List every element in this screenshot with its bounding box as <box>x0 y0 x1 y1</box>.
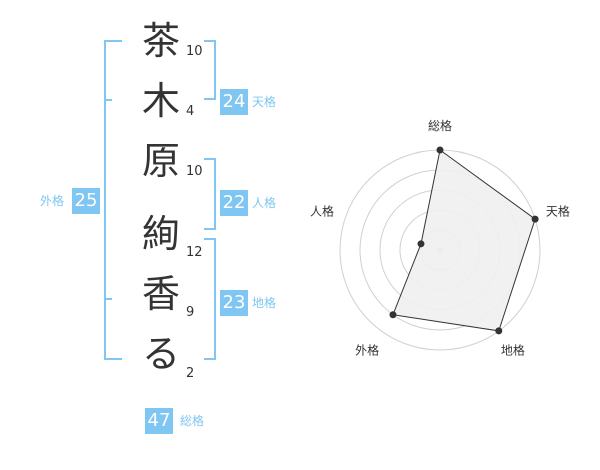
stroke-count-1: 10 <box>186 44 203 59</box>
stroke-count-5: 9 <box>186 305 195 320</box>
soukaku-label: 総格 <box>180 414 205 428</box>
stroke-count-6: 2 <box>186 366 195 381</box>
soukaku-value: 47 <box>145 408 173 434</box>
gaikaku-label: 外格 <box>40 194 65 208</box>
jinkaku-label: 人格 <box>252 196 277 210</box>
radar-axis-label-4: 外格 <box>355 342 379 357</box>
chikaku-label: 地格 <box>252 296 277 310</box>
radar-axis-label-3: 地格 <box>501 342 525 357</box>
radar-point-1 <box>436 146 444 154</box>
stroke-count-2: 4 <box>186 104 195 119</box>
radar-axis-label-2: 天格 <box>546 204 570 219</box>
name-char-5: 香 <box>141 272 180 316</box>
radar-polygon <box>392 149 536 332</box>
name-char-4: 絢 <box>141 212 180 256</box>
stroke-count-3: 10 <box>186 164 203 179</box>
radar-point-3 <box>495 327 503 335</box>
radar-point-5 <box>417 240 425 248</box>
stroke-count-4: 12 <box>186 245 203 260</box>
jinkaku-value: 22 <box>220 190 248 216</box>
radar-point-4 <box>389 311 397 319</box>
radar-axis-label-1: 総格 <box>428 118 452 133</box>
radar-point-2 <box>531 215 539 223</box>
tenkaku-value: 24 <box>220 89 248 115</box>
tenkaku-label: 天格 <box>252 95 277 109</box>
name-char-6: る <box>141 332 180 376</box>
gaikaku-value: 25 <box>72 188 100 214</box>
radar-points <box>389 146 539 335</box>
name-char-1: 茶 <box>141 19 180 63</box>
name-char-3: 原 <box>141 139 180 183</box>
radar-axis-label-5: 人格 <box>310 204 334 219</box>
chikaku-value: 23 <box>220 290 248 316</box>
name-char-2: 木 <box>141 79 180 123</box>
